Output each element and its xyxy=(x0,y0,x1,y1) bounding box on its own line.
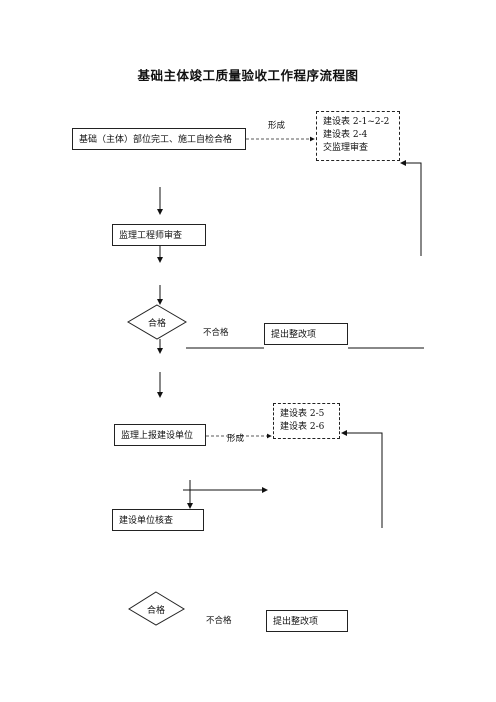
return-line-forms-1 xyxy=(400,160,422,256)
forms-1-line-3: 交监理审查 xyxy=(323,143,369,153)
forms-1-line-1: 建设表 2-1~2-2 xyxy=(323,117,390,127)
forms-1-line-2: 建设表 2-4 xyxy=(323,130,368,140)
box-owner-verify: 建设单位核查 xyxy=(112,509,204,531)
label-fail-1: 不合格 xyxy=(203,328,229,338)
page-title: 基础主体竣工质量验收工作程序流程图 xyxy=(137,68,359,83)
decision-1-label: 合格 xyxy=(148,319,167,329)
label-form-1: 形成 xyxy=(268,121,286,131)
decision-2-label: 合格 xyxy=(147,606,166,616)
box-rectify-2: 提出整改项 xyxy=(266,610,348,632)
decision-diamond-2 xyxy=(128,591,185,626)
box-supervisor-review: 监理工程师审查 xyxy=(112,224,206,246)
forms-group-1: 建设表 2-1~2-2 建设表 2-4 交监理审查 xyxy=(316,111,400,161)
return-line-forms-2 xyxy=(341,430,383,528)
box-foundation-complete: 基础（主体）部位完工、施工自检合格 xyxy=(72,128,246,150)
box-rectify-1: 提出整改项 xyxy=(264,323,348,345)
forms-2-line-2: 建设表 2-6 xyxy=(280,422,325,432)
forms-group-2: 建设表 2-5 建设表 2-6 xyxy=(273,403,340,439)
box-report-owner: 监理上报建设单位 xyxy=(114,424,206,446)
label-form-2: 形成 xyxy=(227,434,245,444)
forms-2-line-1: 建设表 2-5 xyxy=(280,409,325,419)
decision-diamond-1 xyxy=(127,304,187,340)
label-fail-2: 不合格 xyxy=(206,616,232,626)
